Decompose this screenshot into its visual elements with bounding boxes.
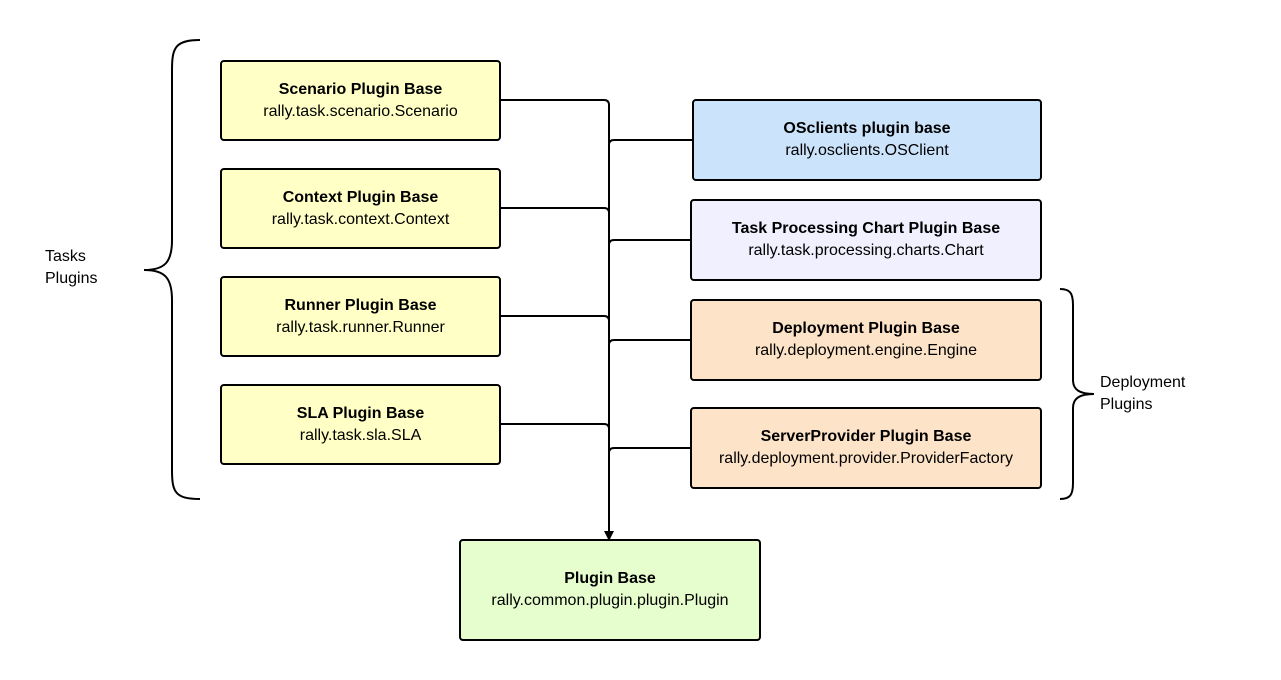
node-class-path: rally.osclients.OSClient <box>785 142 949 159</box>
node-class-path: rally.common.plugin.plugin.Plugin <box>491 592 729 609</box>
scenario-plugin-base-box: Scenario Plugin Base rally.task.scenario… <box>220 60 501 141</box>
deployment-brace <box>1059 288 1095 500</box>
connector-scenario <box>500 99 610 106</box>
node-title: SLA Plugin Base <box>296 404 425 422</box>
node-class-path: rally.deployment.provider.ProviderFactor… <box>718 450 1014 467</box>
plugin-base-box: Plugin Base rally.common.plugin.plugin.P… <box>459 539 761 641</box>
serverprovider-plugin-base-box: ServerProvider Plugin Base rally.deploym… <box>690 407 1042 489</box>
deployment-plugins-label: Deployment Plugins <box>1100 374 1186 413</box>
node-class-path: rally.task.sla.SLA <box>299 426 422 444</box>
connector-deployment <box>608 339 692 346</box>
node-title: Context Plugin Base <box>282 188 439 206</box>
connector-chart <box>608 239 692 246</box>
task-processing-chart-plugin-base-box: Task Processing Chart Plugin Base rally.… <box>690 199 1042 281</box>
node-title: Plugin Base <box>564 570 656 587</box>
connector-osclients <box>608 139 694 146</box>
connector-context <box>500 207 610 214</box>
tasks-plugins-label: Tasks Plugins <box>45 248 98 287</box>
node-class-path: rally.deployment.engine.Engine <box>754 342 978 359</box>
connector-sla <box>500 423 610 430</box>
node-title: Deployment Plugin Base <box>772 320 960 337</box>
node-title: Runner Plugin Base <box>284 296 437 314</box>
osclients-plugin-base-box: OSclients plugin base rally.osclients.OS… <box>692 99 1042 181</box>
context-plugin-base-box: Context Plugin Base rally.task.context.C… <box>220 168 501 249</box>
node-title: Scenario Plugin Base <box>278 80 443 98</box>
node-title: Task Processing Chart Plugin Base <box>731 220 1001 237</box>
connector-runner <box>500 315 610 322</box>
deployment-plugin-base-box: Deployment Plugin Base rally.deployment.… <box>690 299 1042 381</box>
sla-plugin-base-box: SLA Plugin Base rally.task.sla.SLA <box>220 384 501 465</box>
node-class-path: rally.task.context.Context <box>271 210 450 228</box>
connector-serverprovider <box>608 447 692 454</box>
node-class-path: rally.task.scenario.Scenario <box>263 102 458 120</box>
runner-plugin-base-box: Runner Plugin Base rally.task.runner.Run… <box>220 276 501 357</box>
node-title: OSclients plugin base <box>783 120 951 137</box>
node-class-path: rally.task.processing.charts.Chart <box>748 242 984 259</box>
node-title: ServerProvider Plugin Base <box>760 428 972 445</box>
node-class-path: rally.task.runner.Runner <box>276 318 445 336</box>
tasks-brace <box>143 39 201 500</box>
